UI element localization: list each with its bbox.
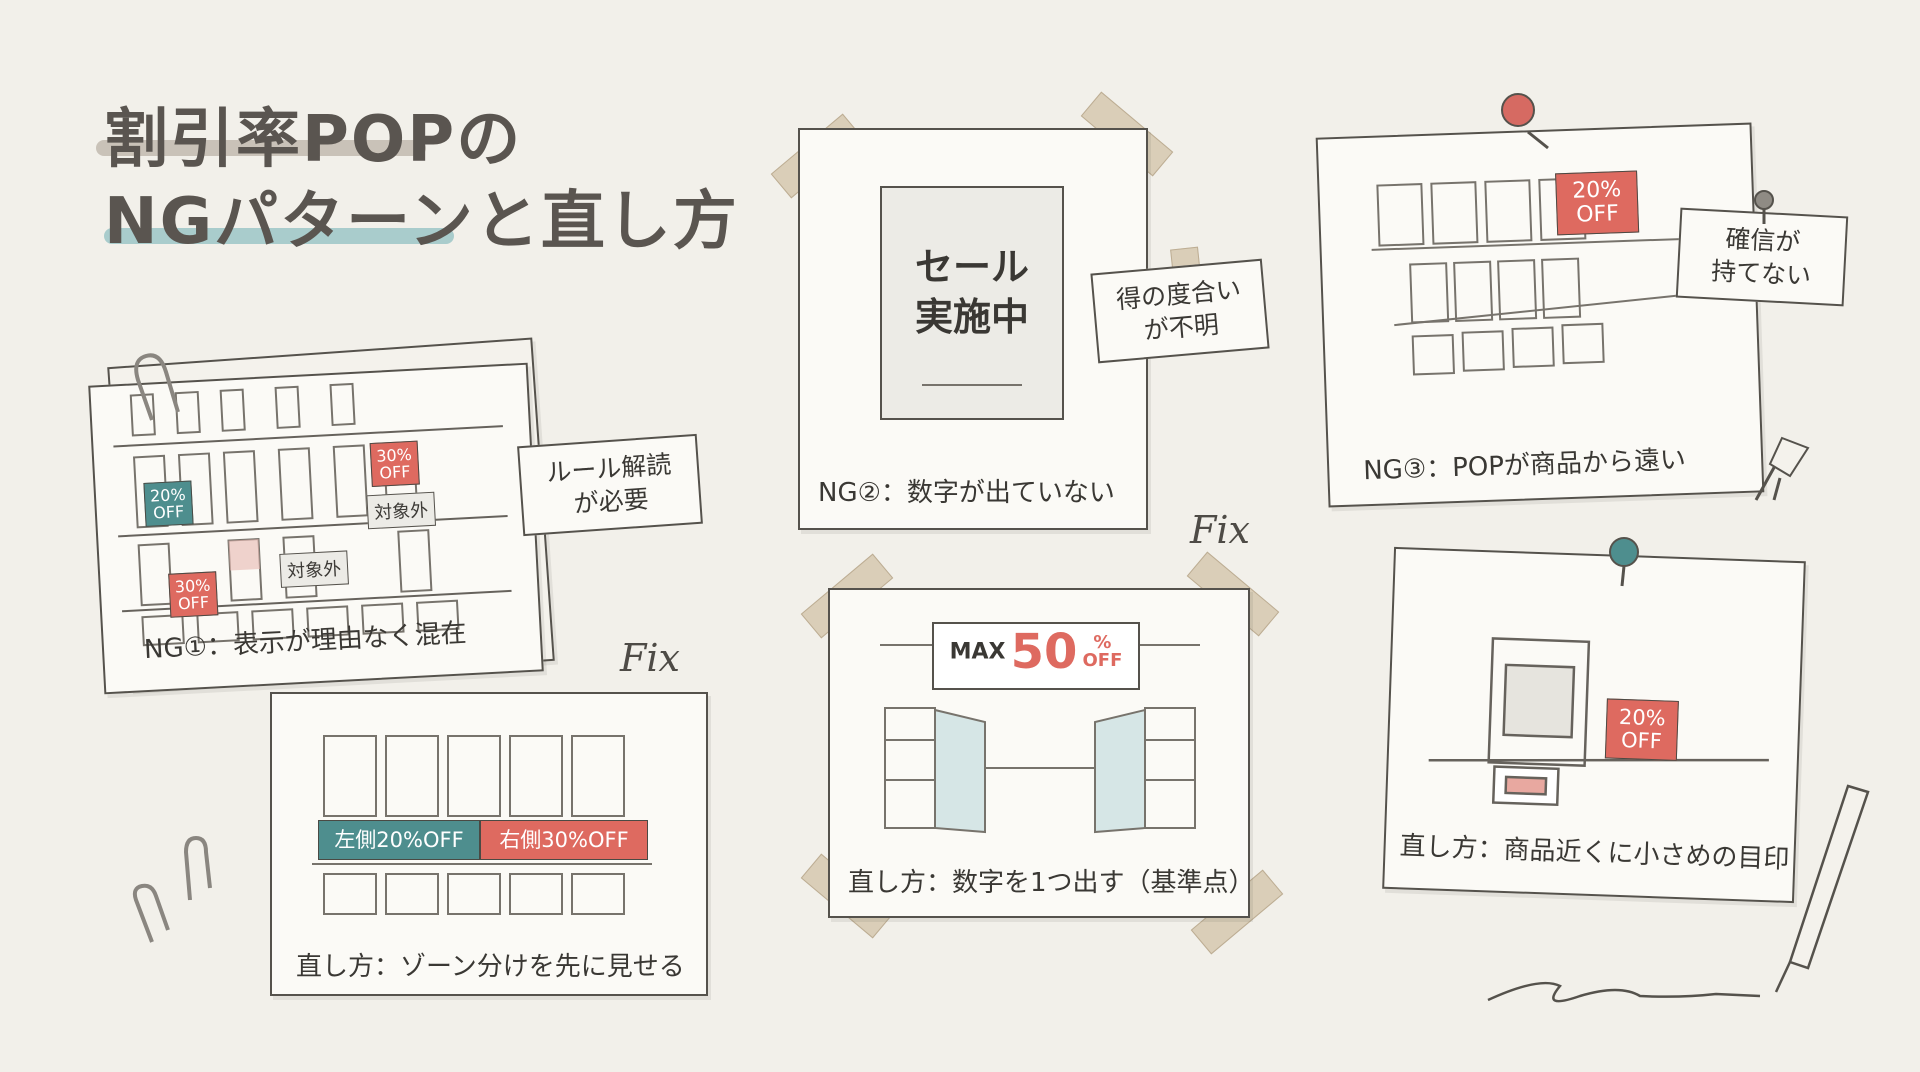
ng3-tag-off: OFF xyxy=(1575,201,1620,228)
fix3-product-sketch xyxy=(1428,637,1769,807)
ng1-tag-30-top: 30%OFF xyxy=(369,440,420,488)
fix1-shelf-sketch xyxy=(312,735,652,915)
ng1-exclusion-label-1: 対象外 xyxy=(366,491,437,530)
paperclip-icon xyxy=(132,835,212,943)
page-title-line2: NGパターンと直し方 xyxy=(104,185,739,259)
ng2-poster-line1: セール xyxy=(914,245,1029,289)
fix1-card: 左側20%OFF 右側30%OFF 直し方：ゾーン分けを先に見せる xyxy=(270,692,708,996)
fix2-card: MAX 50 % OFF 直し方：数字を1つ出す（基準点） xyxy=(828,588,1255,918)
fix3-tag: 20%OFF xyxy=(1604,698,1679,761)
fix2-aisle-sketch xyxy=(880,644,1200,834)
ng2-poster: セール 実施中 xyxy=(880,186,1064,420)
ng2-poster-line2: 実施中 xyxy=(914,295,1029,339)
ng1-card: 20%OFF 30%OFF 30%OFF 対象外 対象外 NG①：表示が理由なく… xyxy=(88,362,544,695)
fix1-label: Fix xyxy=(620,636,680,680)
ng1-bubble: ルール解読 が必要 xyxy=(517,433,703,537)
fix1-left-banner: 左側20%OFF xyxy=(318,820,480,860)
ng2-bubble-line1: 得の度合い xyxy=(1115,274,1243,315)
fix2-banner-number: 50 xyxy=(1010,624,1078,680)
fix2-caption: 直し方：数字を1つ出す（基準点） xyxy=(848,868,1255,898)
ng1-tag-20: 20%OFF xyxy=(143,480,194,527)
ng1-tag-30-top-off: OFF xyxy=(378,461,411,483)
fix2-banner-prefix: MAX xyxy=(949,639,1006,665)
ng1-tag-20-off: OFF xyxy=(152,501,185,523)
fix2-banner-pct: % xyxy=(1093,632,1112,653)
fix3-tag-off: OFF xyxy=(1620,727,1663,754)
fix2-banner-off: OFF xyxy=(1082,650,1123,671)
ng1-exclusion-label-2: 対象外 xyxy=(279,550,349,588)
fix3-card: 20%OFF 直し方：商品近くに小さめの目印 xyxy=(1382,546,1806,904)
ng1-bubble-line1: ルール解読 xyxy=(545,449,673,488)
ng1-tag-30-bottom: 30%OFF xyxy=(168,571,218,618)
ng3-bubble-line2: 持てない xyxy=(1710,256,1812,291)
fix2-label: Fix xyxy=(1190,508,1250,552)
ng1-tag-30-bottom-off: OFF xyxy=(177,592,210,614)
title-underline-teal xyxy=(104,228,454,244)
ng2-caption: NG②：数字が出ていない xyxy=(818,478,1115,508)
fix1-caption: 直し方：ゾーン分けを先に見せる xyxy=(296,952,685,982)
ng3-card: 20%OFF NG③：POPが商品から遠い xyxy=(1315,122,1765,508)
page-title-line1: 割引率POPの xyxy=(104,103,523,177)
fix1-right-banner: 右側30%OFF xyxy=(480,820,648,860)
ng3-tag: 20%OFF xyxy=(1555,170,1640,236)
ng3-bubble-line1: 確信が xyxy=(1724,224,1802,257)
ng3-tag-pct: 20% xyxy=(1571,177,1622,204)
ng2-card: セール 実施中 NG②：数字が出ていない xyxy=(798,128,1148,530)
ng1-bubble-line2: が必要 xyxy=(572,484,650,519)
squiggle-line xyxy=(1487,981,1761,1003)
fix2-banner-suffix: % OFF xyxy=(1082,634,1122,670)
ng2-bubble-line2: が不明 xyxy=(1142,309,1221,346)
ng2-poster-line xyxy=(922,384,1022,386)
fix2-banner: MAX 50 % OFF xyxy=(932,622,1140,690)
fix3-tag-pct: 20% xyxy=(1618,704,1667,731)
title-underline-gray xyxy=(96,140,426,156)
ng2-bubble: 得の度合い が不明 xyxy=(1090,258,1270,364)
ng3-bubble: 確信が 持てない xyxy=(1675,207,1849,307)
